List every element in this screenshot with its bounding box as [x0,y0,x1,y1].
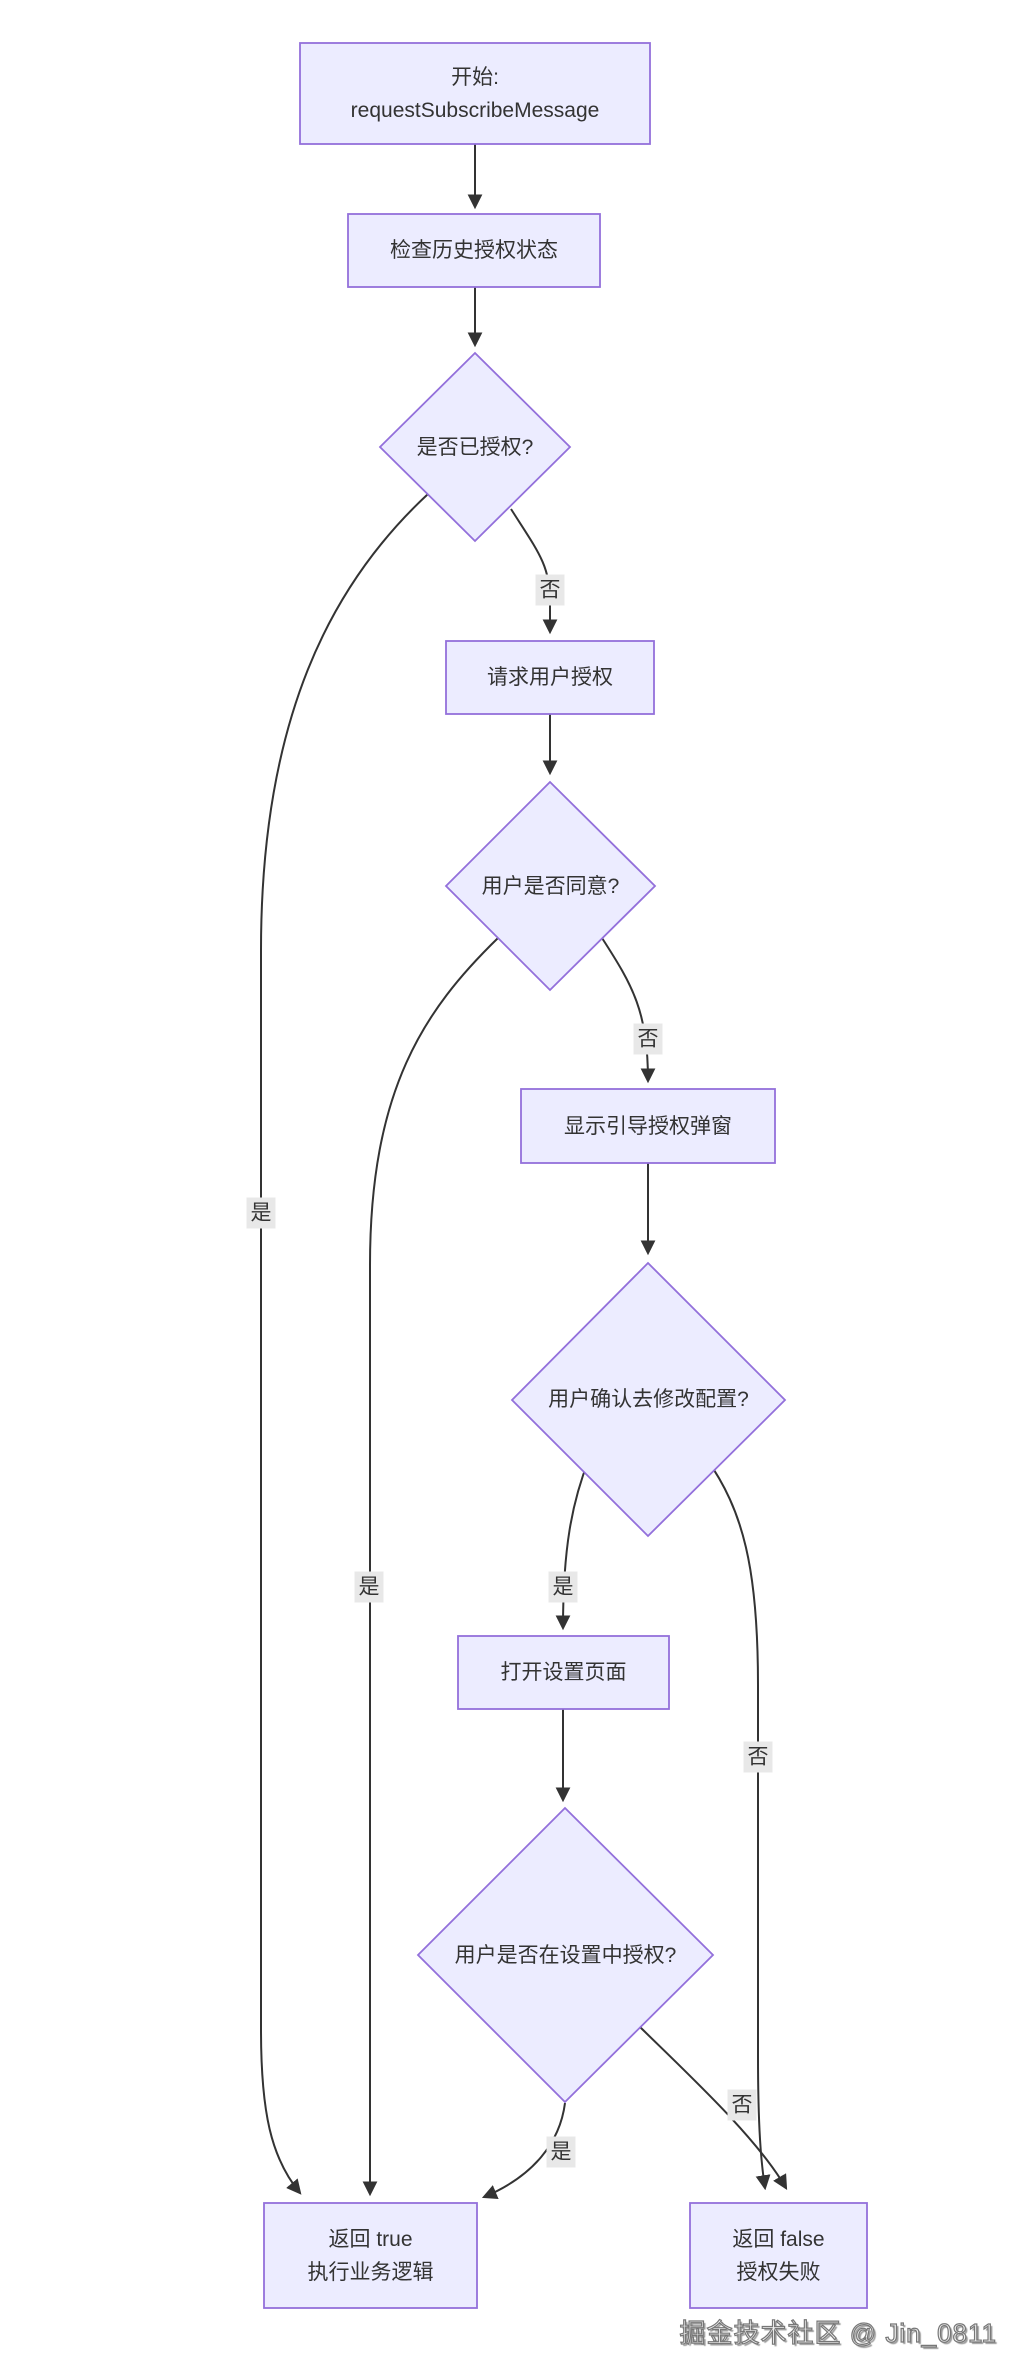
edge-label-agree-no: 否 [633,1023,663,1055]
node-settings-auth-shape [416,1806,715,2104]
edge-confirm-no [705,1457,771,2191]
node-request-auth-shape [445,640,655,715]
edge-label-confirm-no: 否 [743,1741,773,1773]
edge-agree-yes [362,937,499,2197]
node-confirm-modify-shape [510,1261,787,1538]
edge-label-authorized-no: 否 [535,574,565,606]
edge-settingsauth-yes [481,2102,566,2199]
node-user-agree-shape [444,780,657,992]
edge-settingsauth-no [639,2026,788,2190]
edge-agree-no [601,937,656,1084]
edge-label-settings-no: 否 [727,2089,757,2121]
edge-label-confirm-yes: 是 [548,1571,578,1603]
edge-label-settings-yes: 是 [546,2136,576,2168]
edge-label-authorized-yes: 是 [246,1197,276,1229]
node-show-guide-shape [520,1088,776,1164]
edge-label-agree-yes: 是 [354,1571,384,1603]
watermark: 掘金技术社区 @ Jin_0811 [679,2317,997,2348]
edge-confirm-yes [555,1458,590,1631]
edge-authorized-yes [260,493,429,2195]
node-return-true-shape [263,2202,478,2309]
node-start-shape [299,42,651,145]
node-is-authorized-shape [378,351,572,543]
edge-authorized-no [510,508,558,635]
node-open-settings-shape [457,1635,670,1710]
node-return-false-shape [689,2202,868,2309]
node-check-history-shape [347,213,601,288]
